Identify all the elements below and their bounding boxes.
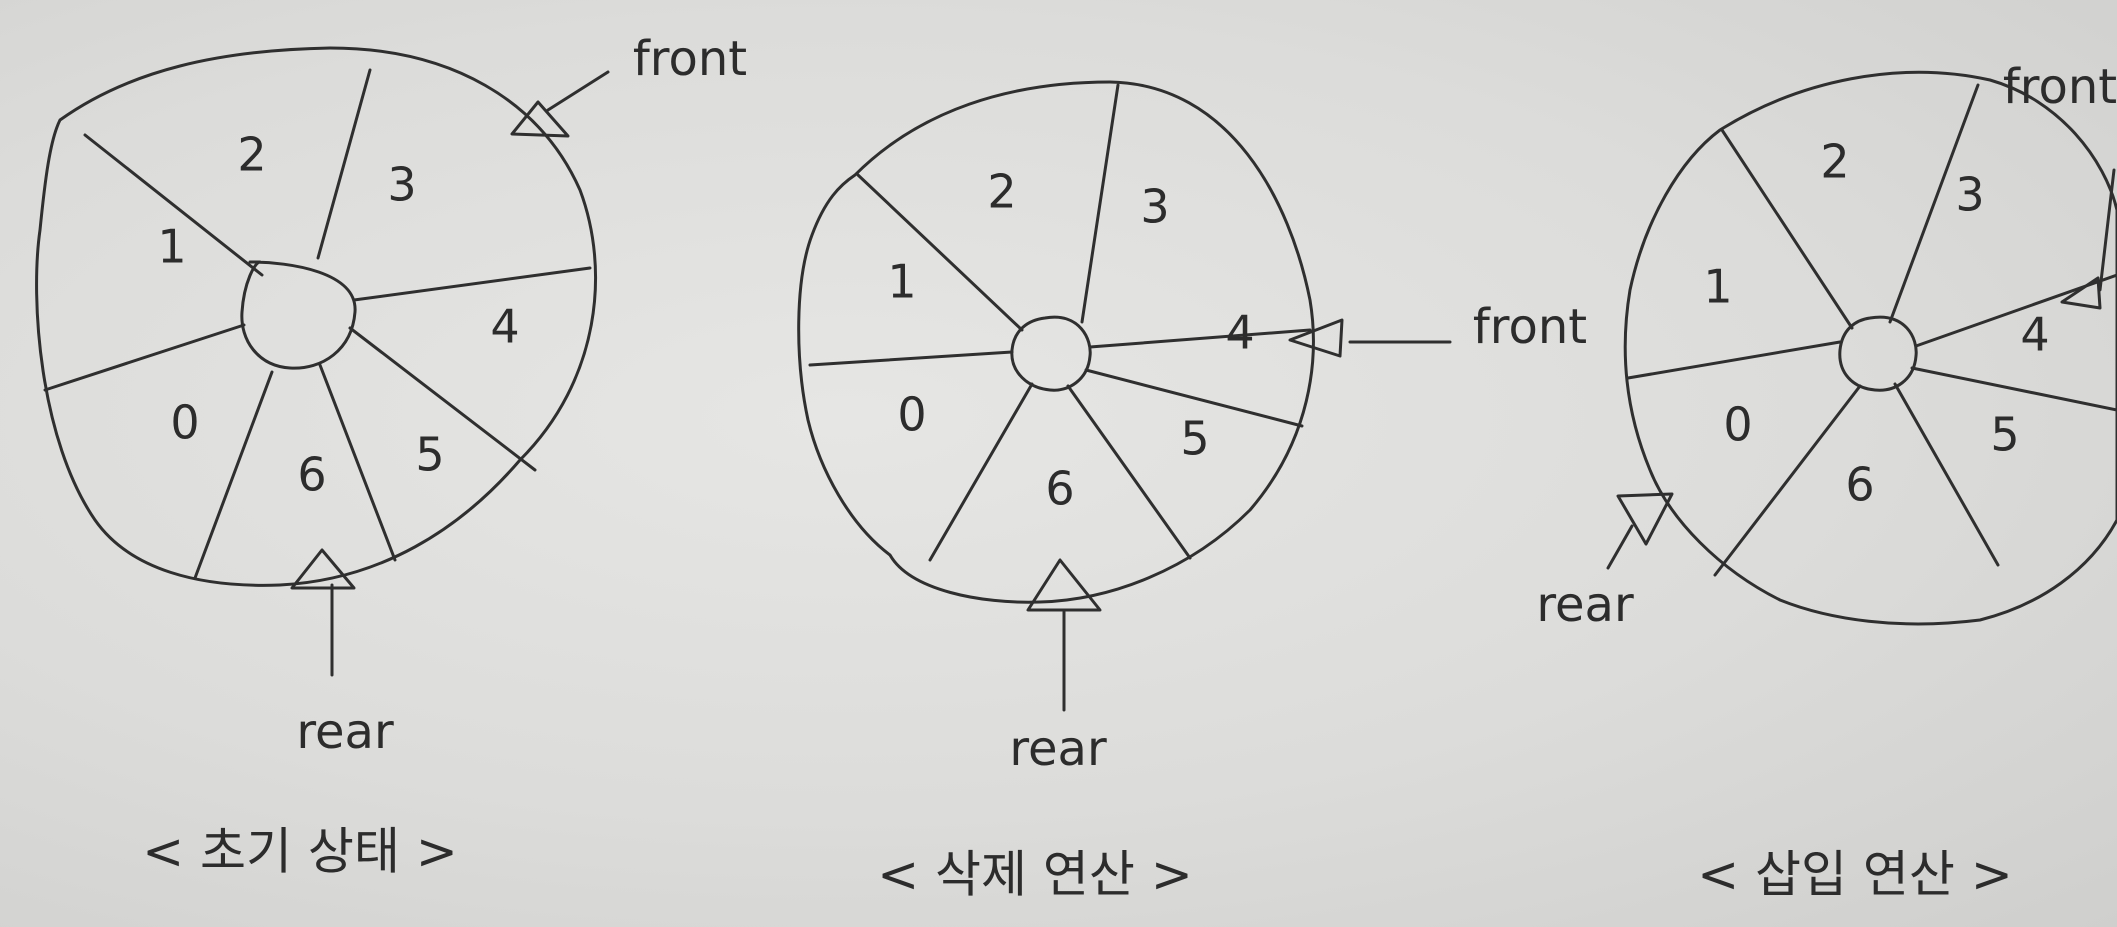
front-label: front — [633, 31, 747, 87]
front-arrow-icon — [1288, 318, 1344, 358]
slot-6-label: 6 — [1045, 462, 1074, 516]
front-arrow-icon — [2060, 276, 2102, 310]
slot-4-label: 4 — [1225, 306, 1254, 360]
queue-circle — [1623, 70, 2117, 626]
rear-pointer: rear — [290, 548, 394, 760]
slot-0-label: 0 — [170, 396, 199, 450]
front-pointer: front — [510, 31, 747, 138]
queue-hub — [1010, 315, 1092, 392]
rear-arrow-icon — [1026, 558, 1102, 612]
diagram-delete-operation: 0 1 2 3 4 5 6 front rear < 삭제 연산 > — [797, 80, 1587, 904]
rear-label: rear — [1536, 577, 1634, 633]
front-pointer: front — [1288, 299, 1587, 358]
slot-1-label: 1 — [887, 255, 916, 309]
queue-hub — [1838, 315, 1918, 392]
slot-4-label: 4 — [490, 300, 519, 354]
slot-2-label: 2 — [237, 128, 266, 182]
front-pointer: front — [2003, 59, 2117, 310]
slot-3-label: 3 — [1140, 180, 1169, 234]
rear-label: rear — [1009, 721, 1107, 777]
slot-3-label: 3 — [387, 158, 416, 212]
slot-4-label: 4 — [2020, 308, 2049, 362]
queue-hub — [240, 260, 357, 370]
slot-2-label: 2 — [987, 165, 1016, 219]
queue-circle — [35, 46, 598, 587]
diagram-initial-state: 0 1 2 3 4 5 6 front rear < 초기 상태 > — [35, 31, 747, 881]
slot-6-label: 6 — [1845, 458, 1874, 512]
diagram-caption: < 초기 상태 > — [142, 823, 457, 881]
slot-5-label: 5 — [1990, 408, 2019, 462]
slot-5-label: 5 — [1180, 412, 1209, 466]
slot-2-label: 2 — [1820, 135, 1849, 189]
front-label: front — [1473, 299, 1587, 355]
rear-pointer: rear — [1536, 492, 1674, 633]
front-label: front — [2003, 59, 2117, 115]
rear-arrow-icon — [1616, 492, 1674, 546]
slot-3-label: 3 — [1955, 168, 1984, 222]
slot-dividers — [808, 83, 1312, 562]
slot-0-label: 0 — [1723, 398, 1752, 452]
queue-circle — [797, 80, 1315, 604]
rear-pointer: rear — [1009, 558, 1107, 777]
slot-1-label: 1 — [1703, 260, 1732, 314]
slot-6-label: 6 — [297, 448, 326, 502]
diagram-insert-operation: 0 1 2 3 4 5 6 front rear < 삽입 연산 > — [1536, 59, 2117, 904]
rear-label: rear — [296, 704, 394, 760]
slot-0-label: 0 — [897, 388, 926, 442]
slot-dividers — [43, 68, 592, 580]
slot-1-label: 1 — [157, 220, 186, 274]
rear-arrow-icon — [290, 548, 356, 590]
diagram-caption: < 삽입 연산 > — [1697, 846, 2012, 904]
front-arrow-icon — [510, 100, 570, 138]
diagram-caption: < 삭제 연산 > — [877, 846, 1192, 904]
slot-5-label: 5 — [415, 428, 444, 482]
